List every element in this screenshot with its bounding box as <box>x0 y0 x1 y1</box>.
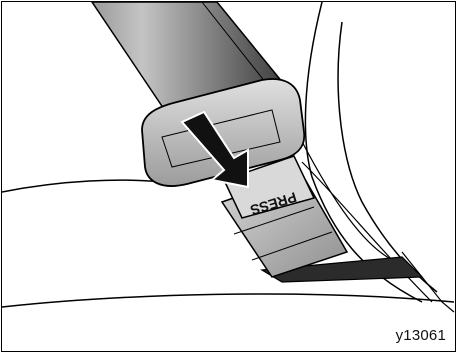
figure-code: y13061 <box>396 327 446 344</box>
seat-cushion-edge <box>2 180 162 192</box>
seat-cushion-front <box>2 294 454 307</box>
seat-back-outline-right <box>338 22 437 292</box>
seat-corner-line <box>402 252 454 312</box>
